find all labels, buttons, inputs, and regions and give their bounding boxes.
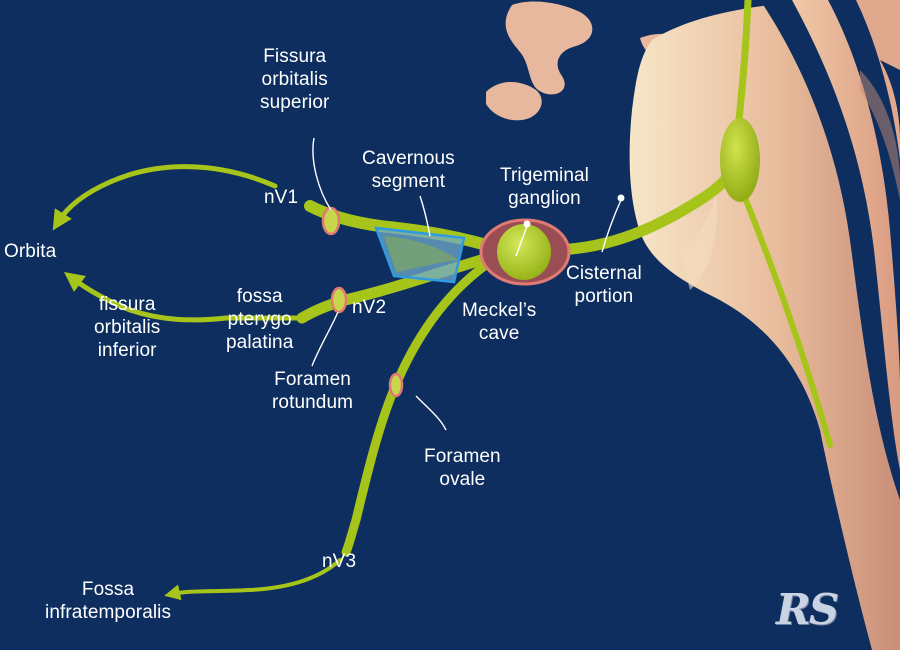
- label-fossa-pterygopalatina: fossa pterygo palatina: [226, 286, 294, 353]
- orbita-arrow-lower: [63, 272, 229, 323]
- label-nv1: nV1: [264, 187, 299, 208]
- label-nv2: nV2: [352, 297, 387, 318]
- label-cisternal-portion: Cisternal portion: [566, 263, 642, 307]
- label-trigeminal-ganglion: Trigeminal ganglion: [500, 165, 589, 209]
- brainstem-nucleus: [720, 118, 760, 202]
- foramen-fissura-superior: [321, 206, 341, 236]
- infratemporal-arrow: [164, 558, 342, 601]
- label-fossa-infratemporalis: Fossa infratemporalis: [45, 579, 172, 623]
- label-orbita: Orbita: [4, 241, 57, 262]
- orbita-arrow-upper: [52, 164, 278, 231]
- label-cavernous-segment: Cavernous segment: [362, 148, 455, 192]
- label-foramen-rotundum: Foramen rotundum: [272, 369, 354, 413]
- rs-logo: RS: [776, 585, 839, 634]
- cisternal-pointer-dot: [617, 194, 625, 202]
- ganglion-pointer-dot: [523, 220, 531, 228]
- cavernous-segment: [374, 226, 466, 284]
- brainstem-tract: [734, 0, 752, 134]
- trigeminal-ganglion-body: [497, 224, 551, 280]
- foramen-ovale-ring: [388, 372, 404, 398]
- label-meckels-cave: Meckel’s cave: [462, 300, 537, 344]
- foramina: [321, 206, 404, 398]
- label-fissura-orbitalis-superior: Fissura orbitalis superior: [260, 46, 330, 113]
- brainstem-tissue: [629, 0, 900, 650]
- foramen-rotundum-ring: [330, 286, 348, 314]
- label-foramen-ovale: Foramen ovale: [424, 446, 501, 490]
- label-nv3: nV3: [322, 551, 357, 572]
- spinal-tract: [737, 182, 833, 448]
- leader-lines: [311, 137, 622, 431]
- nv3-branch: [341, 257, 495, 557]
- label-fissura-orbitalis-inferior: fissura orbitalis inferior: [94, 294, 161, 361]
